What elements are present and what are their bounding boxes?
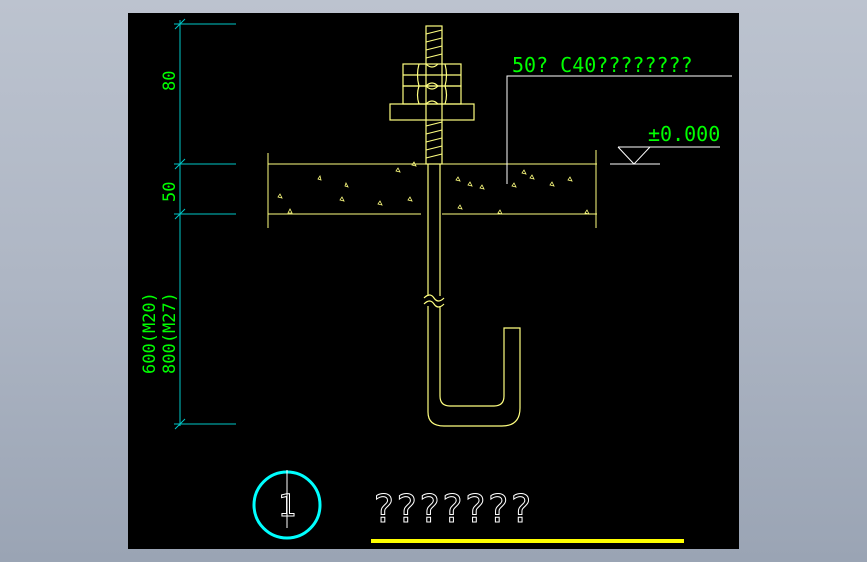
- title-block: 1 ???????: [252, 470, 684, 543]
- dimension-lines: [174, 18, 236, 430]
- grout-note-text: 50? C40????????: [512, 53, 693, 77]
- bolt-break-mark: [423, 294, 445, 302]
- grout-layer: [267, 150, 597, 228]
- bolt-washer: [389, 103, 475, 121]
- bolt-threaded-shank: [425, 25, 443, 165]
- grout-note-leader: [506, 75, 732, 184]
- detail-number: 1: [278, 489, 296, 524]
- anchor-bolt: [389, 25, 521, 427]
- drawing-canvas: [128, 13, 739, 549]
- dimension-text-middle: 50: [160, 182, 180, 202]
- dimension-text-top: 80: [160, 71, 180, 91]
- grout-hatch: [277, 161, 590, 215]
- title-underline: [371, 539, 684, 543]
- bolt-j-hook: [427, 306, 521, 427]
- dimension-text-bottom-2: 800(M27): [160, 292, 180, 374]
- dimension-tick: [174, 158, 186, 170]
- dimension-tick: [174, 208, 186, 220]
- dimension-text-bottom-1: 600(M20): [140, 292, 160, 374]
- elevation-text: ±0.000: [648, 122, 720, 146]
- detail-title: ???????: [372, 487, 532, 531]
- dimension-tick: [174, 18, 186, 30]
- dimension-tick: [174, 418, 186, 430]
- elevation-symbol: [610, 146, 720, 165]
